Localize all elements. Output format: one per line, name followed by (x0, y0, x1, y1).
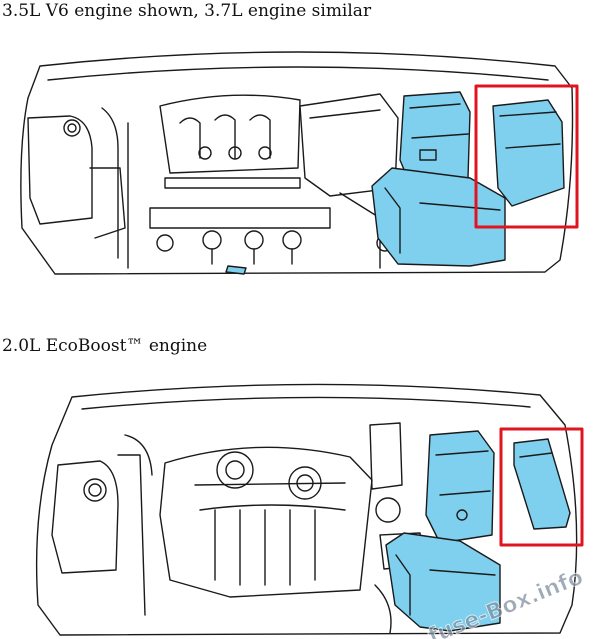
air-filter-box (385, 532, 501, 632)
caption-v6-engine: 3.5L V6 engine shown, 3.7L engine simila… (2, 1, 372, 21)
fuse-box-highlight (474, 84, 579, 229)
ecoboost-engine-bay-diagram: fuse-Box.info (35, 383, 587, 639)
engine-bay-outline (35, 383, 578, 636)
engine-cover (159, 446, 373, 598)
fuse-box (492, 99, 565, 207)
spark-plug-coils (202, 230, 302, 265)
small-blue-component (225, 265, 247, 275)
fuse-box (513, 438, 571, 530)
coolant-reservoir (27, 115, 93, 225)
engine-bay-outline (20, 51, 574, 275)
air-filter-box (371, 167, 506, 267)
intake-manifold (159, 94, 301, 189)
battery (425, 430, 495, 544)
fuse-box-highlight (499, 427, 584, 547)
v6-engine-bay-diagram (20, 51, 579, 275)
coolant-reservoir (51, 460, 119, 574)
caption-ecoboost-engine: 2.0L EcoBoost™ engine (2, 336, 208, 356)
